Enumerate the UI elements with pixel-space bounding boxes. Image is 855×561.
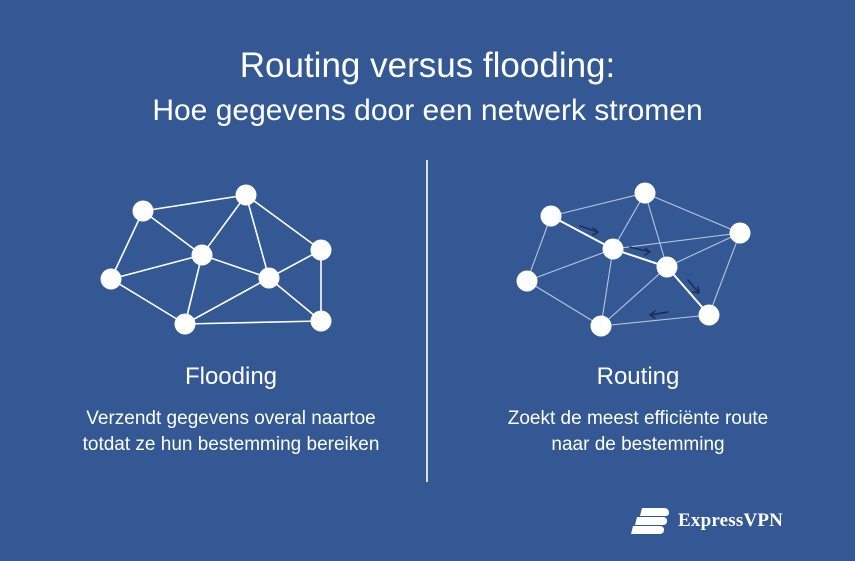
- flooding-edge: [142, 210, 203, 256]
- flooding-node: [132, 200, 154, 222]
- routing-edge: [526, 248, 614, 282]
- routing-edge: [600, 248, 614, 327]
- routing-path-edge: [550, 215, 614, 250]
- brand-name: ExpressVPN: [678, 510, 784, 531]
- flooding-node: [191, 244, 213, 266]
- center-divider: [426, 160, 428, 482]
- flooding-node: [258, 267, 280, 289]
- routing-node: [540, 205, 562, 227]
- brand-logo: ExpressVPN: [630, 505, 783, 537]
- expressvpn-logo-icon: [631, 508, 669, 534]
- routing-node: [634, 182, 656, 204]
- routing-node: [590, 315, 612, 337]
- routing-node: [516, 270, 538, 292]
- routing-path-edge: [666, 266, 710, 316]
- routing-node: [698, 304, 720, 326]
- page-title: Routing versus flooding:: [239, 46, 616, 85]
- routing-edge: [644, 192, 741, 234]
- routing-edge: [644, 192, 668, 268]
- flooding-network: [100, 184, 332, 335]
- routing-edges: [526, 192, 741, 327]
- routing-description: Zoekt de meest efficiënte route naar de …: [438, 406, 838, 458]
- routing-arrows: [579, 225, 700, 319]
- flooding-description: Verzendt gegevens overal naartoe totdat …: [31, 406, 431, 458]
- flooding-node: [100, 268, 122, 290]
- flooding-description-line: totdat ze hun bestemming bereiken: [82, 434, 380, 455]
- routing-node: [602, 238, 624, 260]
- flooding-node: [174, 313, 196, 335]
- route-arrow-icon: [629, 246, 651, 256]
- flooding-node: [235, 184, 257, 206]
- flooding-edge: [268, 277, 322, 322]
- flooding-edge: [201, 254, 270, 279]
- flooding-edge: [201, 194, 247, 256]
- routing-edge: [612, 192, 646, 250]
- routing-edge: [550, 192, 646, 217]
- flooding-edge: [110, 210, 144, 280]
- flooding-edge: [142, 194, 247, 212]
- route-arrow-icon: [687, 279, 700, 294]
- flooding-heading: Flooding: [184, 363, 278, 390]
- route-arrow-icon: [649, 310, 669, 319]
- routing-edge: [600, 266, 668, 327]
- routing-description-line: naar de bestemming: [551, 434, 725, 455]
- flooding-edge: [110, 254, 203, 280]
- flooding-edge: [110, 278, 186, 325]
- routing-edge: [666, 232, 741, 268]
- routing-edge: [526, 215, 552, 282]
- flooding-node: [310, 239, 332, 261]
- route-arrow-icon: [579, 225, 599, 236]
- routing-node: [656, 256, 678, 278]
- flooding-edge: [184, 320, 322, 325]
- routing-heading: Routing: [596, 363, 680, 390]
- routing-description-line: Zoekt de meest efficiënte route: [507, 408, 769, 429]
- routing-edge: [612, 232, 741, 250]
- page-subtitle: Hoe gegevens door een netwerk stromen: [152, 94, 703, 127]
- flooding-edge: [245, 194, 270, 279]
- routing-edge: [526, 280, 602, 327]
- routing-edge: [600, 314, 710, 327]
- flooding-edge: [184, 277, 270, 325]
- routing-nodes: [516, 182, 751, 337]
- flooding-edge: [184, 254, 203, 325]
- flooding-nodes: [100, 184, 332, 335]
- routing-network: [516, 182, 751, 337]
- routing-edge: [708, 232, 741, 316]
- flooding-description-line: Verzendt gegevens overal naartoe: [86, 408, 376, 429]
- flooding-node: [310, 310, 332, 332]
- routing-node: [729, 222, 751, 244]
- flooding-edge: [245, 194, 322, 251]
